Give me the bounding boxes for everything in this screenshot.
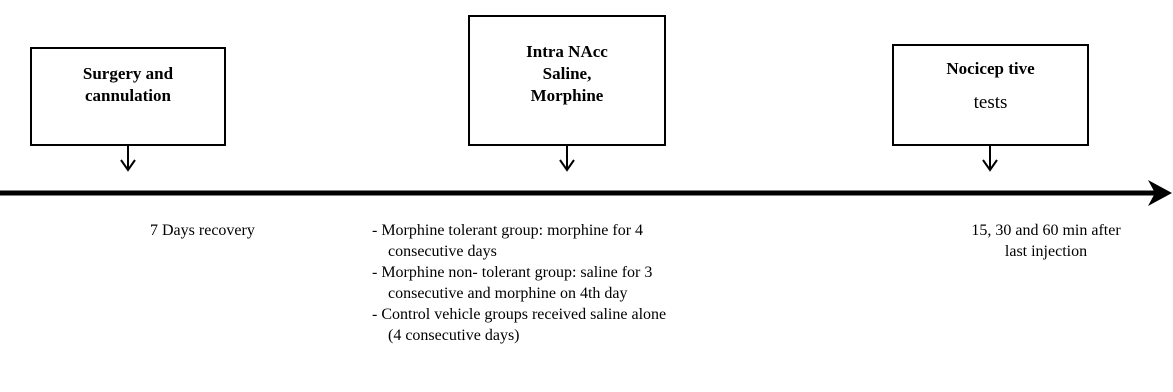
step-box-nociceptive: Nocicep tive tests bbox=[892, 44, 1089, 146]
group-text-cont: consecutive days bbox=[388, 243, 497, 260]
step-box-surgery: Surgery and cannulation bbox=[30, 47, 226, 146]
group-item: - Control vehicle groups received saline… bbox=[372, 304, 892, 346]
group-item: - Morphine non- tolerant group: saline f… bbox=[372, 262, 892, 304]
step-label: tests bbox=[973, 92, 1008, 113]
group-item: - Morphine tolerant group: morphine for … bbox=[372, 220, 892, 262]
step-box-injection: Intra NAcc Saline, Morphine bbox=[468, 15, 666, 146]
timing-line: 15, 30 and 60 min after bbox=[971, 222, 1121, 239]
down-arrow-surgery-head bbox=[120, 159, 136, 172]
down-arrow-injection-head bbox=[559, 159, 575, 172]
group-text-cont: consecutive and morphine on 4th day bbox=[388, 285, 628, 302]
group-list: - Morphine tolerant group: morphine for … bbox=[372, 220, 892, 346]
step-label: cannulation bbox=[85, 86, 171, 105]
group-text-cont: (4 consecutive days) bbox=[388, 327, 520, 344]
step-label: Morphine bbox=[530, 86, 604, 105]
step-label: Surgery and bbox=[82, 64, 174, 83]
recovery-label: 7 Days recovery bbox=[150, 222, 255, 239]
step-label: Intra NAcc bbox=[526, 42, 608, 61]
group-text: - Morphine non- tolerant group: saline f… bbox=[372, 264, 653, 281]
group-text: - Morphine tolerant group: morphine for … bbox=[372, 222, 644, 239]
step-label: Saline, bbox=[542, 64, 592, 83]
timing-label: 15, 30 and 60 min after last injection bbox=[920, 220, 1172, 262]
down-arrow-nociceptive-head bbox=[982, 159, 998, 172]
step-label: Nocicep tive bbox=[946, 59, 1035, 78]
timeline-arrowhead bbox=[1148, 180, 1172, 206]
timing-line: last injection bbox=[1004, 243, 1088, 260]
group-text: - Control vehicle groups received saline… bbox=[372, 306, 667, 323]
